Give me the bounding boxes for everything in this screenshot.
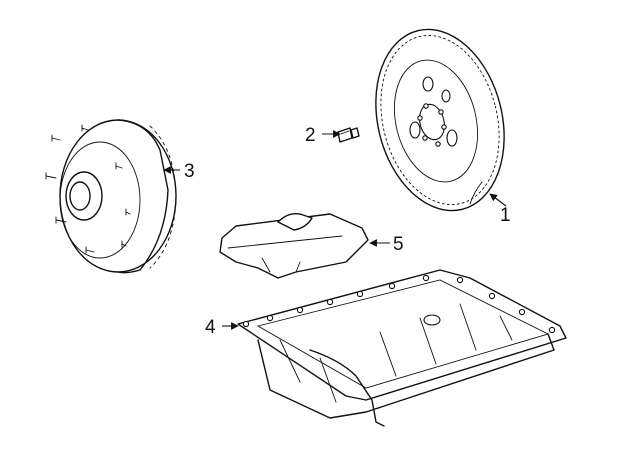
callout-4-number: 4	[205, 317, 216, 338]
callout-3: 3	[163, 161, 195, 182]
callout-4: 4	[205, 317, 239, 338]
torque-converter-part[interactable]	[45, 119, 177, 274]
oil-pan-part[interactable]	[237, 269, 567, 427]
flywheel-part[interactable]	[358, 16, 523, 225]
callout-2: 2	[305, 125, 341, 146]
callout-1-number: 1	[500, 205, 511, 226]
callout-1: 1	[489, 193, 511, 226]
filter-part[interactable]	[219, 212, 369, 279]
bolt-part[interactable]	[337, 127, 360, 143]
callout-5-number: 5	[393, 234, 404, 255]
callout-3-number: 3	[184, 161, 195, 182]
callout-2-number: 2	[305, 125, 316, 146]
callout-5: 5	[369, 234, 404, 255]
